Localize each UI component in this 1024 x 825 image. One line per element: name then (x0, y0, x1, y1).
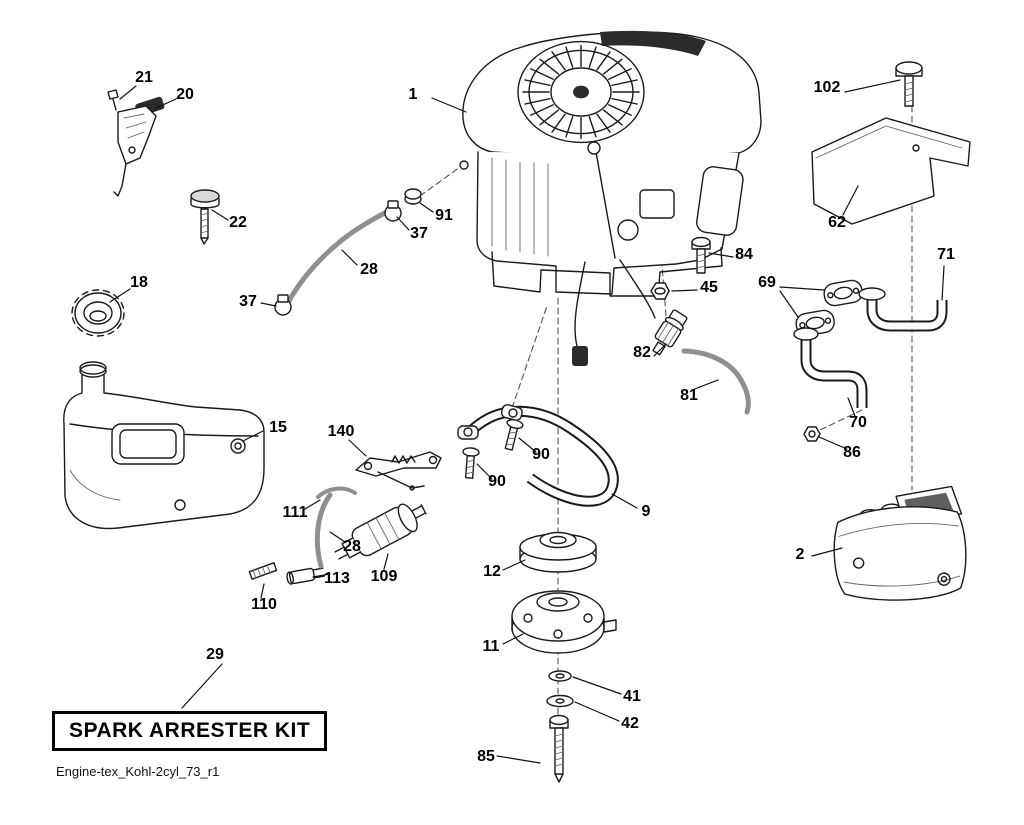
debris-guard (458, 404, 613, 502)
callout-70: 70 (849, 414, 867, 431)
callout-86: 86 (843, 444, 861, 461)
fuel-pump (330, 496, 431, 568)
callout-45: 45 (700, 279, 718, 296)
callout-37: 37 (410, 225, 428, 242)
spark-arrester-kit-box: SPARK ARRESTER KIT (52, 711, 328, 751)
engine-assembly (460, 30, 761, 366)
leader-lines (110, 80, 944, 763)
callout-11: 11 (482, 638, 500, 655)
callout-41: 41 (623, 688, 641, 705)
bolt-102 (896, 62, 922, 106)
bolt-84 (692, 238, 710, 274)
nut-86 (804, 427, 820, 441)
primer-plunger (191, 190, 219, 244)
callout-109: 109 (370, 568, 398, 585)
callout-29: 29 (206, 646, 224, 663)
callout-1: 1 (408, 86, 418, 103)
hose-28-lower (317, 495, 330, 566)
bolt-90-upper (501, 418, 524, 451)
callout-90: 90 (488, 473, 506, 490)
callout-81: 81 (680, 387, 698, 404)
fitting-113 (286, 566, 325, 584)
callout-20: 20 (176, 86, 194, 103)
callout-140: 140 (327, 423, 355, 440)
callout-2: 2 (795, 546, 805, 563)
callout-15: 15 (269, 419, 287, 436)
callout-62: 62 (828, 214, 846, 231)
callout-22: 22 (229, 214, 247, 231)
engine-logo-band (600, 30, 706, 56)
hose-111 (318, 488, 355, 497)
callout-102: 102 (813, 79, 841, 96)
callout-37: 37 (239, 293, 257, 310)
callout-110: 110 (251, 596, 277, 613)
callout-111: 111 (282, 504, 308, 521)
fan-grille (518, 42, 644, 143)
callout-113: 113 (324, 570, 350, 587)
nut-45 (651, 283, 669, 299)
fuel-valve (648, 308, 689, 358)
fuel-tank (64, 362, 264, 528)
callout-42: 42 (621, 715, 639, 732)
callout-84: 84 (735, 246, 753, 263)
callout-28: 28 (360, 261, 378, 278)
callout-90: 90 (532, 446, 550, 463)
callout-28: 28 (343, 538, 361, 555)
callout-69: 69 (758, 274, 776, 291)
spark-arrester-kit-label: SPARK ARRESTER KIT (69, 719, 311, 742)
fuel-cap (72, 290, 124, 336)
washer-42 (547, 696, 573, 707)
pulley (520, 533, 596, 573)
callout-21: 21 (135, 69, 153, 86)
breather-hose (275, 189, 421, 315)
fuel-hose-81 (684, 351, 748, 412)
callout-82: 82 (633, 344, 651, 361)
clutch (512, 591, 616, 653)
choke-bracket (108, 90, 165, 196)
exhaust-pipes (794, 288, 942, 408)
diagram-footer-text: Engine-tex_Kohl-2cyl_73_r1 (56, 764, 220, 779)
washer-41 (549, 671, 571, 681)
callout-9: 9 (641, 503, 651, 520)
control-bracket-140 (356, 452, 441, 490)
callout-18: 18 (130, 274, 148, 291)
muffler (830, 486, 969, 605)
bolt-90-lower (461, 447, 479, 478)
callout-12: 12 (483, 563, 501, 580)
callout-85: 85 (477, 748, 495, 765)
fitting-110 (249, 563, 276, 579)
callout-71: 71 (937, 246, 955, 263)
callout-91: 91 (435, 207, 453, 224)
heat-shield (812, 118, 970, 224)
bolt-85 (550, 716, 568, 783)
